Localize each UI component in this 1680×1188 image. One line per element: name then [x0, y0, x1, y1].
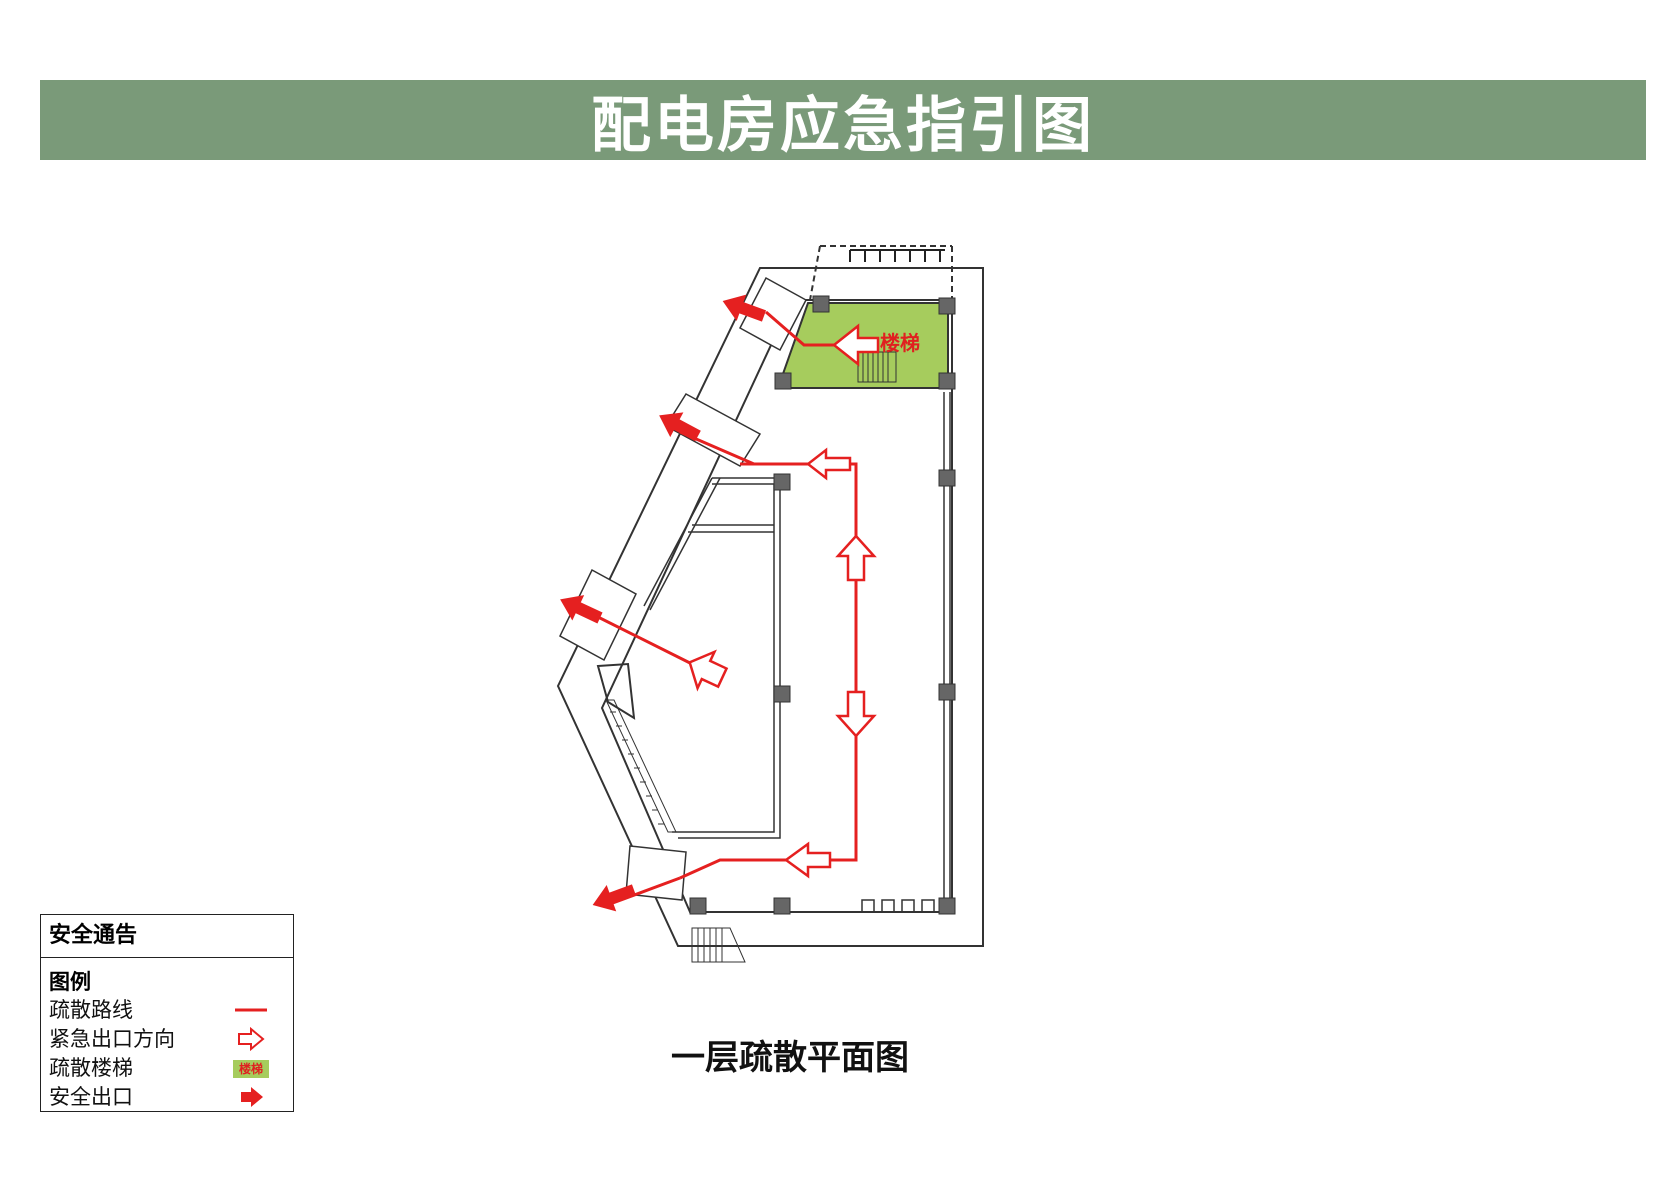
exit-arrows [560, 294, 767, 912]
floor-label: 一层疏散平面图 [671, 1038, 909, 1078]
stair-chip-icon: 楼梯 [233, 1060, 269, 1078]
columns [689, 295, 956, 915]
solid-arrow-icon [241, 1087, 263, 1107]
outer-wall [556, 267, 984, 947]
hollow-arrow-icon [238, 1027, 265, 1051]
legend-subtitle: 图例 [49, 970, 91, 994]
legend-item-safe-exit: 安全出口 [41, 1083, 293, 1112]
hollow-arrows [688, 323, 880, 879]
route-line-icon [235, 1008, 267, 1012]
legend-item-exit-direction: 紧急出口方向 [41, 1025, 293, 1054]
legend-item-stair: 疏散楼梯 楼梯 [41, 1054, 293, 1083]
exit-vestibules [559, 276, 808, 901]
inner-wall [600, 299, 953, 913]
interior-walls [643, 477, 781, 839]
title-bar: 配电房应急指引图 [40, 80, 1646, 161]
legend-item-route: 疏散路线 [41, 996, 293, 1025]
stair-label: 楼梯 [880, 331, 920, 355]
bottom-vents [861, 899, 935, 912]
entry-steps [691, 927, 746, 963]
legend: 安全通告 图例 疏散路线 紧急出口方向 疏散楼梯 楼梯 安全出口 [40, 914, 294, 1112]
wall-vents [605, 699, 677, 833]
evacuation-routes [587, 310, 858, 906]
page-title: 配电房应急指引图 [591, 90, 1095, 161]
cabinet [596, 662, 636, 720]
balcony-rail [849, 249, 945, 262]
legend-header: 安全通告 [41, 915, 293, 958]
